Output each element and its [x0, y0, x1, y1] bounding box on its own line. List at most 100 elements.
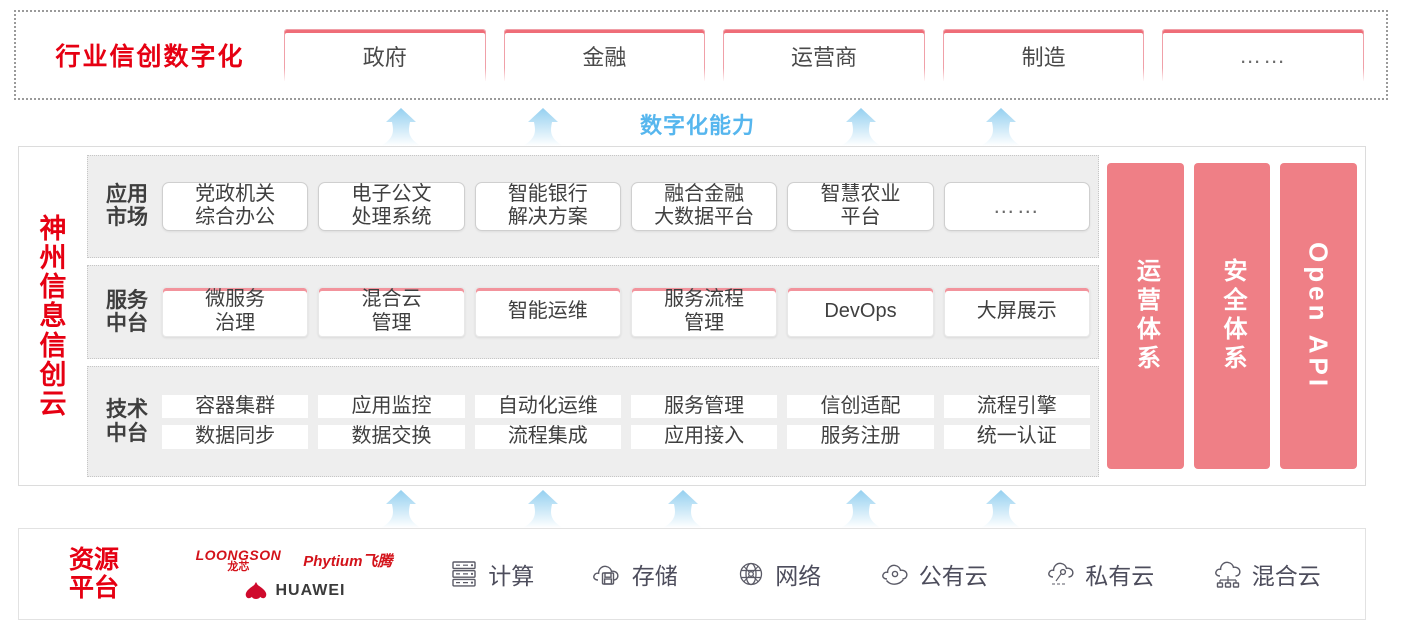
resource-item-compute[interactable]: 计算: [447, 557, 534, 591]
tech-card-data-exchange[interactable]: 数据交换: [318, 425, 465, 449]
technical-card-grid: 容器集群 应用监控 自动化运维 服务管理 信创适配 流程引擎 数据同步 数据交换…: [158, 394, 1090, 449]
industry-card-telecom[interactable]: 运营商: [722, 29, 925, 82]
pillar-label: 运营体系: [1132, 258, 1160, 374]
up-arrow-icon: [381, 490, 421, 528]
up-arrow-icon: [981, 108, 1021, 146]
vendor-logo-group: LOONGSON 龙芯 Phytium飞腾 HUAWEI: [169, 548, 419, 601]
card-line-1: DevOps: [824, 300, 897, 323]
card-line-2: 大数据平台: [654, 206, 755, 229]
service-card-service-process-mgmt[interactable]: 服务流程 管理: [630, 287, 778, 337]
application-card-list: 党政机关 综合办公 电子公文 处理系统 智能银行 解决方案 融合金融: [158, 181, 1090, 231]
tech-card-xinchuang-adaptation[interactable]: 信创适配: [787, 394, 934, 419]
resource-item-label: 私有云: [1085, 563, 1155, 589]
cloud-title-char: 息: [39, 301, 67, 332]
layer-label-line: 技术: [106, 398, 148, 422]
card-line-1: 混合云: [361, 288, 422, 311]
card-line-2: 处理系统: [351, 206, 432, 229]
industry-card-more[interactable]: ……: [1161, 29, 1365, 82]
card-line-1: 党政机关: [195, 182, 276, 205]
resource-platform-box: 资源 平台 LOONGSON 龙芯 Phytium飞腾 HUAWEI: [18, 528, 1366, 620]
industry-card-list: 政府 金融 运营商 制造 ……: [283, 29, 1386, 82]
service-card-microservice-governance[interactable]: 微服务 治理: [162, 287, 309, 337]
layer-application-market: 应用 市场 党政机关 综合办公 电子公文 处理系统 智能银行: [87, 155, 1099, 258]
tech-card-service-registry[interactable]: 服务注册: [787, 425, 934, 449]
up-arrow-icon: [841, 490, 881, 528]
tech-card-app-access[interactable]: 应用接入: [630, 425, 778, 449]
resource-item-storage[interactable]: 存储: [591, 557, 678, 591]
cloud-title-char: 信: [39, 330, 67, 361]
industry-card-finance[interactable]: 金融: [502, 29, 706, 82]
huawei-flower-icon: [245, 581, 266, 599]
cloud-platform-content: 应用 市场 党政机关 综合办公 电子公文 处理系统 智能银行: [87, 147, 1365, 485]
resource-platform-title: 资源 平台: [19, 546, 169, 602]
app-card-smart-agriculture[interactable]: 智慧农业 平台: [787, 181, 934, 231]
cloud-title-char: 神: [39, 213, 67, 244]
tech-card-data-sync[interactable]: 数据同步: [162, 425, 309, 449]
tech-card-process-integration[interactable]: 流程集成: [474, 425, 621, 449]
cloud-title-char: 信: [39, 272, 67, 303]
cloud-storage-icon: [592, 565, 619, 585]
up-arrow-icon: [523, 490, 563, 528]
card-line-2: 管理: [684, 312, 725, 335]
card-line-1: ……: [992, 193, 1041, 219]
card-line-2: 平台: [840, 206, 881, 229]
private-cloud-icon: [1048, 562, 1074, 585]
tech-card-container-cluster[interactable]: 容器集群: [162, 394, 309, 419]
resource-item-hybrid-cloud[interactable]: 混合云: [1211, 557, 1321, 591]
industry-band-title: 行业信创数字化: [55, 43, 245, 71]
industry-card-label: 运营商: [790, 44, 857, 70]
resource-item-public-cloud[interactable]: 公有云: [878, 557, 988, 591]
app-card-e-document[interactable]: 电子公文 处理系统: [318, 181, 465, 231]
layer-label-service-platform: 服务 中台: [96, 289, 158, 336]
app-card-smart-bank[interactable]: 智能银行 解决方案: [474, 181, 621, 231]
card-line-2: 管理: [371, 312, 412, 335]
industry-card-label: 制造: [1021, 44, 1066, 70]
cross-cutting-pillars: 运营体系 安全体系 Open API: [1107, 155, 1358, 477]
service-card-large-screen-display[interactable]: 大屏展示: [943, 287, 1090, 337]
app-card-more[interactable]: ……: [943, 181, 1090, 231]
cloud-title-char: 云: [39, 388, 67, 419]
tech-card-app-monitoring[interactable]: 应用监控: [318, 394, 465, 419]
industry-card-manufacturing[interactable]: 制造: [942, 29, 1145, 82]
tech-card-automated-ops[interactable]: 自动化运维: [474, 394, 621, 419]
up-arrow-icon: [663, 490, 703, 528]
industry-card-government[interactable]: 政府: [283, 29, 486, 82]
service-card-hybrid-cloud-mgmt[interactable]: 混合云 管理: [318, 287, 465, 337]
cloud-layer-list: 应用 市场 党政机关 综合办公 电子公文 处理系统 智能银行: [87, 155, 1099, 477]
industry-card-label: 金融: [582, 44, 627, 70]
capability-arrow-band: 数字化能力: [0, 100, 1402, 146]
service-card-devops[interactable]: DevOps: [787, 287, 934, 337]
cloud-platform-box: 神 州 信 息 信 创 云 应用 市场 党政机关 综合办公: [18, 146, 1366, 486]
app-card-government-office[interactable]: 党政机关 综合办公: [162, 181, 309, 231]
vendor-logo-row: LOONGSON 龙芯 Phytium飞腾: [196, 548, 393, 573]
card-line-1: 智能银行: [507, 182, 588, 205]
tech-card-process-engine[interactable]: 流程引擎: [943, 394, 1090, 419]
layer-label-line: 服务: [106, 288, 148, 312]
card-line-2: 综合办公: [195, 206, 276, 229]
industry-card-label: 政府: [362, 44, 407, 70]
service-card-smart-ops[interactable]: 智能运维: [474, 287, 621, 337]
tech-card-service-mgmt[interactable]: 服务管理: [630, 394, 778, 419]
pillar-security-system[interactable]: 安全体系: [1193, 163, 1271, 469]
card-line-1: 电子公文: [351, 182, 432, 205]
card-line-1: 智能运维: [507, 300, 588, 323]
layer-technical-platform: 技术 中台 容器集群 应用监控 自动化运维 服务管理 信创适配 流程引擎: [87, 366, 1099, 477]
tech-card-unified-auth[interactable]: 统一认证: [943, 425, 1090, 449]
app-card-finance-bigdata[interactable]: 融合金融 大数据平台: [630, 181, 778, 231]
pillar-operations-system[interactable]: 运营体系: [1107, 163, 1184, 469]
technical-card-row-top: 容器集群 应用监控 自动化运维 服务管理 信创适配 流程引擎: [158, 394, 1090, 419]
up-arrow-icon: [981, 490, 1021, 528]
up-arrow-icon: [381, 108, 421, 146]
card-line-1: 微服务: [205, 288, 266, 311]
layer-label-line: 中台: [106, 312, 148, 336]
loongson-logo-en: LOONGSON: [195, 546, 282, 563]
cloud-title-char: 州: [39, 243, 67, 274]
resource-item-private-cloud[interactable]: 私有云: [1044, 557, 1154, 591]
resource-title-line: 平台: [68, 574, 119, 602]
layer-label-line: 市场: [106, 206, 148, 230]
resource-item-network[interactable]: 网络: [734, 557, 821, 591]
service-card-list: 微服务 治理 混合云 管理 智能运维 服务流程 管理: [158, 287, 1090, 337]
pillar-open-api[interactable]: Open API: [1280, 163, 1358, 469]
public-cloud-icon: [881, 564, 908, 585]
